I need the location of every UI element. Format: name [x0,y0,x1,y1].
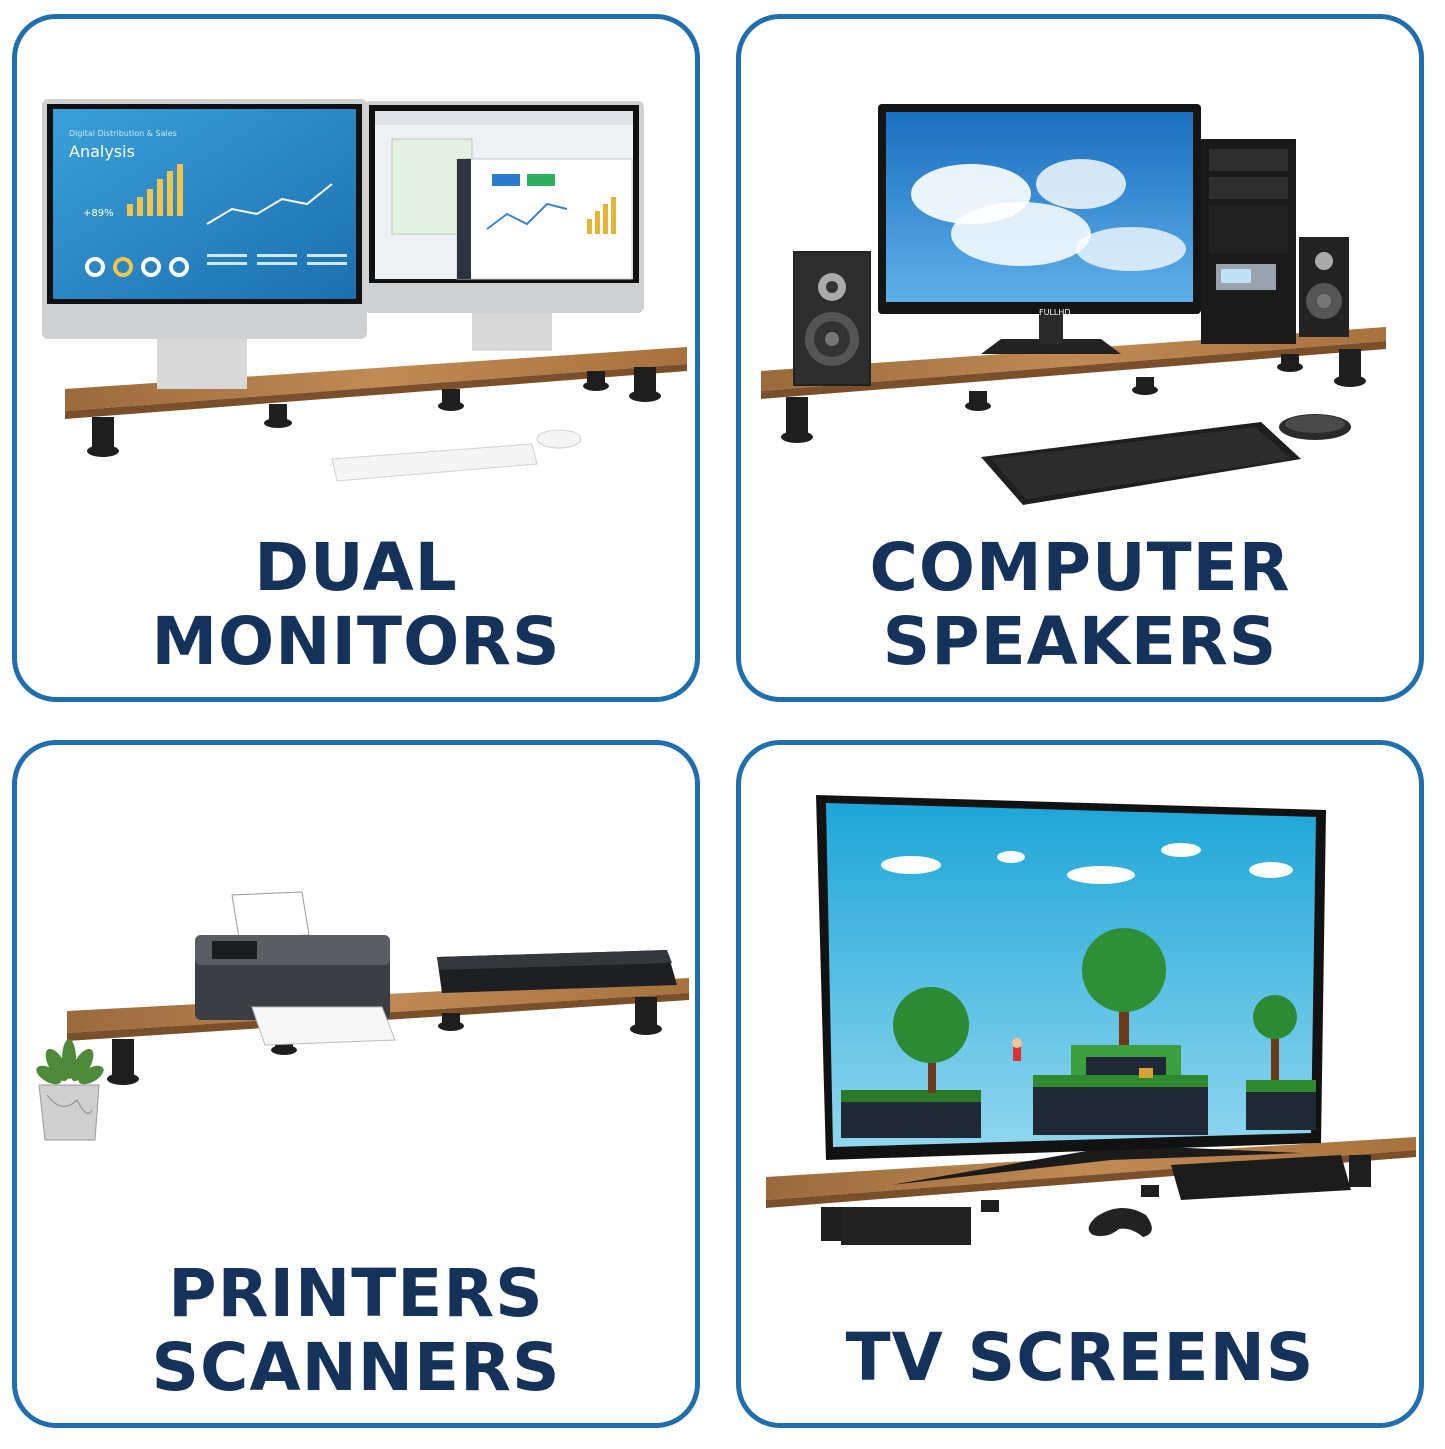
caption-tv-screens: TV SCREENS [741,1321,1419,1395]
monitor-brand: FULLHD [1039,308,1071,317]
computer-speakers-illustration: FULLHD [761,104,1386,505]
caption-line-1: TV SCREENS [845,1319,1315,1396]
screen-growth: +89% [83,208,114,219]
screen-subtitle: Digital Distribution & Sales [69,129,177,138]
caption-line-2: MONITORS [151,603,561,680]
screen-title: Analysis [69,142,135,161]
card-computer-speakers: FULLHD COMPUTER SPEAKERS [736,14,1424,702]
caption-printers-scanners: PRINTERS SCANNERS [17,1257,695,1405]
dual-monitors-illustration: Digital Distribution & Sales Analysis +8… [42,99,687,482]
tv-screens-illustration [766,795,1416,1245]
card-dual-monitors: Digital Distribution & Sales Analysis +8… [12,14,700,702]
caption-line-1: DUAL [254,529,458,606]
card-printers-scanners: PRINTERS SCANNERS [12,740,700,1428]
card-tv-screens: TV SCREENS [736,740,1424,1428]
caption-line-2: SCANNERS [151,1329,561,1406]
caption-line-1: COMPUTER [869,529,1291,606]
caption-line-2: SPEAKERS [882,603,1278,680]
caption-line-1: PRINTERS [168,1255,544,1332]
printers-scanners-illustration [36,891,689,1141]
caption-computer-speakers: COMPUTER SPEAKERS [741,531,1419,679]
caption-dual-monitors: DUAL MONITORS [17,531,695,679]
